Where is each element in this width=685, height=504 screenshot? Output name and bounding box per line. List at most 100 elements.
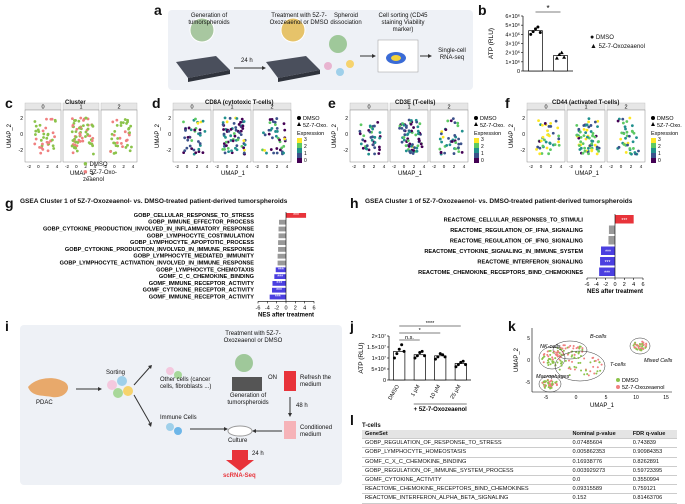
cell-point	[450, 140, 454, 143]
table-row: REACTOME_INTERFERON_ALPHA_BETA_SIGNALING…	[362, 493, 677, 504]
cell-point	[262, 131, 265, 135]
cell: GOMF_CYTOKINE_ACTIVITY	[362, 475, 570, 486]
cell-point	[644, 346, 647, 349]
data-point	[536, 25, 540, 29]
cell-point	[537, 119, 540, 123]
cell-point	[222, 142, 226, 145]
cell-point	[235, 148, 239, 152]
cluster-label: NK-cells	[540, 344, 561, 350]
cell-point	[415, 149, 419, 153]
cell-point	[563, 344, 566, 347]
cell-point	[42, 136, 45, 139]
cell-point	[591, 139, 595, 143]
cell-point	[416, 125, 420, 129]
cell-point	[44, 126, 48, 130]
cell-point	[267, 128, 271, 132]
legend-treated-label: 5Z-7-Oxo.	[657, 123, 682, 129]
i-on: ON	[268, 375, 277, 381]
y-tick-label: -2	[167, 148, 172, 154]
cell-point	[627, 134, 631, 138]
cell-point	[554, 119, 558, 123]
cluster-outline	[554, 350, 606, 382]
cell-point	[124, 139, 128, 143]
cell-point	[222, 132, 226, 136]
cell-point	[575, 351, 578, 354]
cell-point	[407, 118, 411, 122]
cell: 0.3550994	[629, 475, 677, 486]
cell-point	[74, 140, 78, 144]
b-legend-treated: ▲ 5Z-7-Oxozeaenol	[590, 43, 645, 50]
cell-point	[282, 151, 285, 155]
cell-point	[404, 149, 408, 153]
x-tick-label: -2	[65, 164, 69, 169]
cell-point	[84, 130, 88, 134]
y-tick-label: 0	[345, 132, 348, 138]
geneset-label: GOBP_CYTOKINE_PRODUCTION_INVOLVED_IN_IMM…	[65, 247, 254, 253]
cell-point	[38, 123, 42, 127]
cell-point	[562, 349, 565, 352]
cell-point	[551, 131, 555, 135]
colorbar-tick: 2	[658, 144, 661, 150]
cell-point	[587, 146, 590, 150]
cell-point	[572, 344, 575, 347]
cell-point	[70, 144, 74, 148]
cell-point	[119, 124, 123, 127]
cell-point	[239, 133, 243, 137]
y-tick-label: -2	[19, 148, 24, 154]
y-tick-label: 0	[383, 378, 386, 384]
cell-point	[358, 129, 362, 133]
cell-point	[544, 380, 547, 383]
x-tick-label: -4	[265, 305, 270, 311]
cell-point	[554, 353, 557, 356]
cell-point	[409, 122, 413, 126]
cell-point	[367, 148, 371, 152]
sig-label: ***	[605, 260, 611, 266]
cell-point	[41, 142, 44, 146]
cell-point	[561, 347, 564, 350]
nes-bar	[269, 294, 286, 300]
nes-bar	[615, 215, 634, 224]
cell-point	[365, 147, 369, 151]
cell-point	[51, 144, 55, 148]
cell-point	[409, 151, 412, 155]
cell-point	[440, 130, 444, 134]
cell-point	[418, 122, 422, 126]
cell-point	[194, 117, 197, 121]
cell-point	[115, 141, 119, 145]
colorbar-segment	[297, 153, 302, 158]
cell-point	[34, 124, 38, 128]
cell-point	[580, 369, 583, 372]
cell-point	[40, 146, 44, 150]
cell-point	[591, 134, 594, 138]
cell-point	[575, 133, 579, 137]
y-tick-label: -5	[526, 380, 531, 386]
sig-label: ****	[426, 321, 435, 327]
cell-point	[642, 343, 645, 346]
cell-point	[84, 135, 87, 138]
colorbar-segment	[651, 148, 656, 153]
cell-point	[628, 147, 632, 150]
cell-point	[573, 356, 576, 359]
cell-point	[582, 127, 586, 131]
x-tick-label: 0	[613, 282, 616, 288]
cell-point	[120, 142, 123, 145]
x-axis-label: NES after treatment	[258, 312, 314, 318]
cell-point	[631, 130, 634, 134]
y-tick-label: 2	[168, 116, 171, 122]
cell-point	[578, 350, 581, 353]
cell-point	[123, 130, 127, 134]
data-point	[423, 354, 427, 358]
cell-point	[451, 117, 455, 121]
cell-point	[578, 345, 581, 348]
conditioned-medium-icon	[284, 421, 296, 439]
cell-point	[622, 132, 626, 135]
cell-point	[546, 133, 549, 137]
cell-point	[41, 129, 45, 133]
y-tick-label: 2×10⁶	[505, 50, 520, 57]
x-tick-label: -2	[274, 305, 279, 311]
x-tick-label: 0	[113, 164, 116, 169]
cell-point	[624, 127, 627, 131]
cell-point	[242, 146, 246, 150]
cell: REACTOME_INTERFERON_ALPHA_BETA_SIGNALING	[362, 493, 570, 504]
